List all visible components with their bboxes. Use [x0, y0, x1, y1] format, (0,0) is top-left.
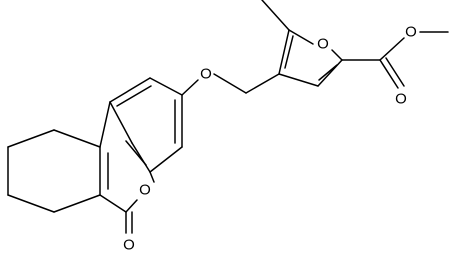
bond: [278, 73, 319, 87]
ether-oxygen-label: O: [200, 66, 212, 83]
bond: [109, 77, 151, 103]
bond: [318, 64, 338, 81]
furan-ring: [261, 0, 343, 87]
bond: [149, 146, 183, 173]
bond: [53, 129, 101, 148]
bond: [99, 194, 127, 213]
bond: [261, 0, 290, 31]
bond: [278, 29, 290, 75]
bond: [7, 194, 55, 213]
furan-oxygen-label: O: [317, 36, 329, 53]
bond: [379, 59, 399, 89]
ester-single-oxygen-label: O: [405, 24, 417, 41]
bond: [125, 199, 138, 213]
bond: [331, 49, 343, 61]
bond: [379, 37, 405, 61]
cyclohexane-ring: [7, 129, 101, 213]
bond: [131, 142, 151, 173]
bond: [53, 194, 101, 213]
ether-linkage: [181, 73, 280, 96]
bond: [213, 73, 247, 94]
bond: [317, 59, 343, 87]
bond: [116, 85, 152, 107]
bond: [284, 35, 294, 69]
lactone-carbonyl-oxygen-label: O: [123, 237, 135, 254]
ester-carbonyl-oxygen-label: O: [395, 91, 407, 108]
benzene-ring: [99, 77, 183, 173]
bond: [385, 57, 405, 87]
bond: [288, 29, 314, 45]
methyl-ester: [341, 31, 449, 89]
bond: [181, 79, 199, 96]
bond: [109, 101, 133, 144]
bond: [7, 129, 55, 148]
bond: [99, 101, 111, 148]
bond: [149, 77, 183, 96]
bond: [125, 140, 147, 166]
lactone-ring: [99, 142, 155, 234]
bond: [149, 171, 155, 183]
lactone-ring-oxygen-label: O: [139, 182, 151, 199]
bond: [245, 73, 280, 94]
